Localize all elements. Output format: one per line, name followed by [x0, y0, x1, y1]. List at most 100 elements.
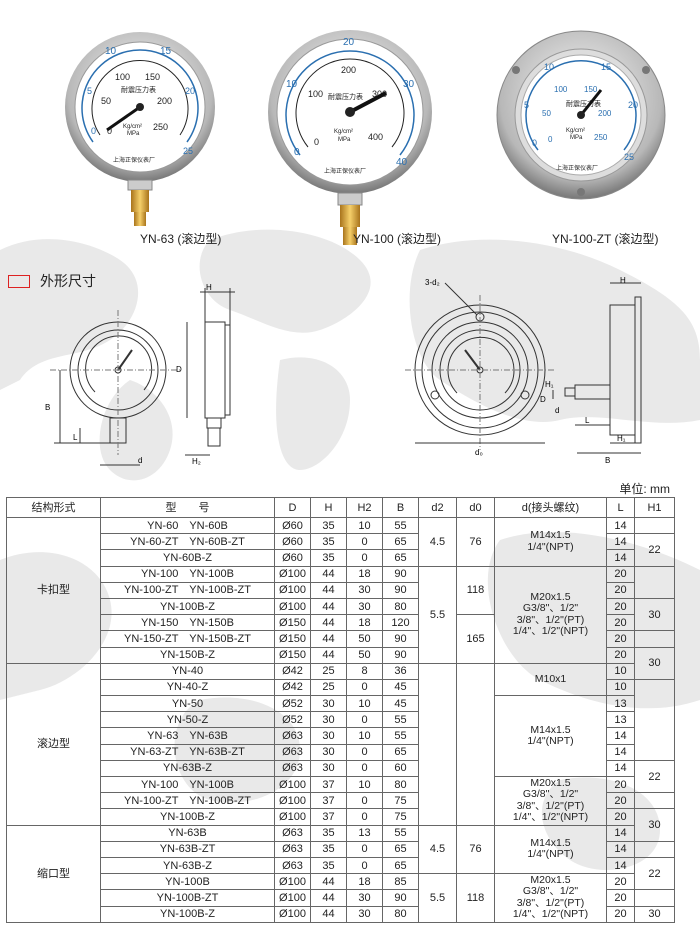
col-header: B — [382, 497, 419, 518]
gauge3-outer-tick: 10 — [544, 62, 554, 72]
model-cell: YN-100B-Z — [100, 808, 275, 826]
d-cell: Ø100 — [274, 581, 311, 599]
model-cell: YN-60 YN-60B — [100, 516, 275, 535]
l-cell: 20 — [606, 614, 635, 632]
gauge1-outer-tick: 5 — [87, 86, 92, 96]
d0-cell: 118 — [456, 873, 495, 923]
section-title-text: 外形尺寸 — [40, 273, 96, 289]
h1-cell: 30 — [634, 905, 675, 923]
l-cell: 14 — [606, 727, 635, 745]
b-cell: 65 — [382, 743, 419, 761]
gauge3-inner-tick: 200 — [598, 109, 612, 118]
h1-cell: 22 — [634, 759, 675, 794]
gauge3-inner-tick: 50 — [542, 109, 551, 118]
d0-cell — [456, 662, 495, 826]
d2-cell — [418, 662, 457, 826]
d-cell: Ø100 — [274, 905, 311, 923]
col-header: H2 — [346, 497, 383, 518]
col-header: d2 — [418, 497, 457, 518]
d-cell: Ø63 — [274, 743, 311, 761]
h2-cell: 0 — [346, 711, 383, 729]
d-cell: Ø150 — [274, 646, 311, 664]
h2-cell: 30 — [346, 905, 383, 923]
l-cell: 13 — [606, 695, 635, 713]
h-cell: 44 — [310, 873, 347, 891]
h-cell: 44 — [310, 597, 347, 616]
l-cell: 14 — [606, 856, 635, 875]
b-cell: 65 — [382, 856, 419, 875]
h-cell: 37 — [310, 775, 347, 794]
h1-cell: 22 — [634, 533, 675, 567]
b-cell: 75 — [382, 808, 419, 826]
gauge1-inner-tick: 250 — [153, 122, 168, 132]
l-cell: 14 — [606, 516, 635, 535]
b-cell: 45 — [382, 678, 419, 697]
drawing2-label-small-d: d — [555, 406, 559, 415]
h1-cell — [634, 630, 675, 648]
h2-cell: 10 — [346, 695, 383, 713]
gauge3-maker: 上海正保仪表厂 — [556, 164, 598, 172]
group-name-cell: 缩口型 — [6, 824, 101, 923]
d0-cell: 76 — [456, 517, 495, 567]
h2-cell: 18 — [346, 565, 383, 583]
h2-cell: 10 — [346, 775, 383, 794]
b-cell: 90 — [382, 630, 419, 648]
d-cell: Ø63 — [274, 727, 311, 745]
group-name-cell: 卡扣型 — [6, 517, 101, 664]
gauge1-outer-tick: 10 — [105, 46, 117, 57]
d-cell: Ø52 — [274, 711, 311, 729]
h-cell: 35 — [310, 533, 347, 551]
d-cell: Ø150 — [274, 630, 311, 648]
l-cell: 20 — [606, 646, 635, 664]
gauge1-outer-tick: 20 — [185, 86, 195, 96]
d-cell: Ø100 — [274, 808, 311, 826]
gauge2-needle — [349, 91, 387, 114]
d-cell: Ø52 — [274, 695, 311, 713]
l-cell: 14 — [606, 533, 635, 551]
model-cell: YN-63B-Z — [100, 856, 275, 875]
gauge3-outer-tick: 15 — [601, 62, 611, 72]
d-cell: Ø63 — [274, 759, 311, 778]
model-cell: YN-60B-Z — [100, 549, 275, 567]
l-cell: 14 — [606, 743, 635, 761]
gauge3-inner-tick: 150 — [584, 85, 598, 94]
h-cell: 44 — [310, 565, 347, 583]
h1-cell: 30 — [634, 646, 675, 680]
h2-cell: 18 — [346, 614, 383, 632]
col-header: L — [606, 497, 635, 518]
b-cell: 90 — [382, 646, 419, 664]
model-cell: YN-150-ZT YN-150B-ZT — [100, 630, 275, 648]
drawing1-label-b: B — [45, 403, 50, 412]
b-cell: 55 — [382, 824, 419, 842]
model-cell: YN-50 — [100, 695, 275, 713]
l-cell: 14 — [606, 759, 635, 778]
dimension-drawing-flange: 3-d₂ D H₁ d d₀ H L H₁ B — [405, 276, 642, 465]
b-cell: 55 — [382, 727, 419, 745]
d-cell: Ø100 — [274, 873, 311, 891]
model-cell: YN-150B-Z — [100, 646, 275, 664]
section-title-dimensions: 外形尺寸 — [8, 270, 96, 292]
d2-cell: 5.5 — [418, 565, 457, 664]
gauge-caption-yn63: YN-63 (滚边型) — [140, 232, 222, 246]
model-cell: YN-100B-Z — [100, 597, 275, 616]
drawing2-label-d2: 3-d₂ — [425, 278, 440, 287]
h-cell: 37 — [310, 792, 347, 810]
l-cell: 20 — [606, 630, 635, 648]
model-cell: YN-150 YN-150B — [100, 614, 275, 632]
drawing1-label-small-d: d — [138, 456, 142, 465]
gauge2-unit-mpa: MPa — [338, 137, 351, 143]
gauge1-needle — [106, 105, 141, 132]
d-cell: Ø60 — [274, 533, 311, 551]
drawing1-label-d: D — [176, 365, 182, 374]
b-cell: 80 — [382, 905, 419, 923]
b-cell: 55 — [382, 711, 419, 729]
l-cell: 20 — [606, 873, 635, 891]
h2-cell: 18 — [346, 873, 383, 891]
model-cell: YN-100B-ZT — [100, 889, 275, 907]
h-cell: 30 — [310, 743, 347, 761]
